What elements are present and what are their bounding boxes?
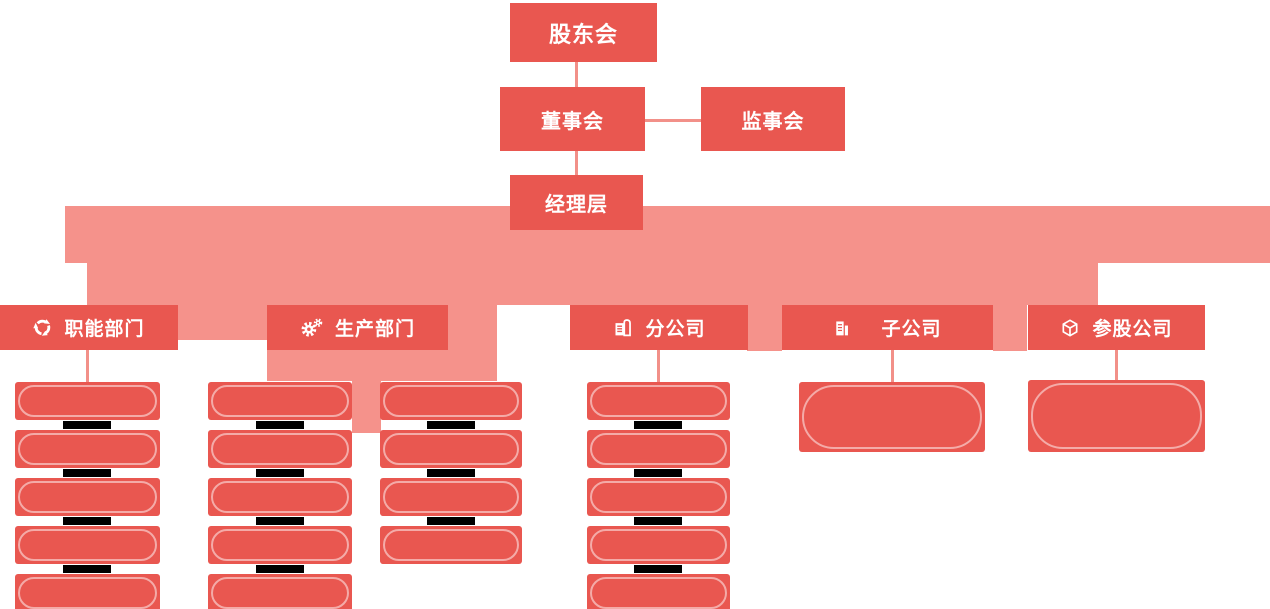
junction-bar <box>256 469 304 477</box>
junction-bar <box>63 517 111 525</box>
cube-icon <box>1060 318 1080 338</box>
dept-branch-label: 分公司 <box>645 319 706 340</box>
pink-patch-production <box>267 350 497 381</box>
connector-board-management <box>575 151 578 175</box>
pink-band-lower <box>87 263 1098 305</box>
pink-gap-fill-4 <box>993 305 1027 351</box>
junction-bar <box>63 469 111 477</box>
dept-equity-label: 参股公司 <box>1092 319 1173 340</box>
dept-functional-label: 职能部门 <box>64 319 145 340</box>
junction-bar <box>63 421 111 429</box>
connector-branch-children <box>657 350 660 382</box>
node-board: 董事会 <box>500 87 645 151</box>
node-board-label: 董事会 <box>541 110 604 133</box>
placeholder-node <box>208 430 352 468</box>
dept-production-label: 生产部门 <box>334 319 415 340</box>
placeholder-node <box>15 574 160 609</box>
junction-bar <box>427 469 475 477</box>
subsidiary-building-icon <box>833 318 851 338</box>
gears-icon <box>300 317 323 338</box>
connector-shareholders-board <box>575 62 578 87</box>
node-shareholders-label: 股东会 <box>548 21 618 47</box>
placeholder-node <box>587 430 730 468</box>
dept-functional: 职能部门 <box>0 305 178 350</box>
pink-wedge-production <box>352 381 381 433</box>
placeholder-node <box>380 382 522 420</box>
dept-branch: 分公司 <box>570 305 748 350</box>
placeholder-node <box>380 526 522 564</box>
placeholder-node <box>380 478 522 516</box>
junction-bar <box>256 517 304 525</box>
placeholder-node <box>380 430 522 468</box>
dept-equity: 参股公司 <box>1028 305 1205 350</box>
junction-bar <box>63 565 111 573</box>
junction-bar <box>427 517 475 525</box>
connector-equity-children <box>1115 350 1118 382</box>
junction-bar <box>427 421 475 429</box>
placeholder-node <box>208 526 352 564</box>
node-management: 经理层 <box>510 175 643 230</box>
placeholder-node <box>15 430 160 468</box>
connector-functional-children <box>86 350 89 382</box>
placeholder-node <box>587 382 730 420</box>
junction-bar <box>256 421 304 429</box>
junction-bar <box>634 469 682 477</box>
junction-bar <box>634 517 682 525</box>
connector-subsidiary-children <box>891 350 894 382</box>
connector-board-supervisory <box>645 119 701 122</box>
placeholder-node <box>208 478 352 516</box>
pink-gap-fill-1 <box>178 305 267 340</box>
branch-building-icon <box>612 317 633 338</box>
placeholder-node <box>587 526 730 564</box>
placeholder-node-large <box>1028 380 1205 452</box>
placeholder-node <box>15 526 160 564</box>
dept-subsidiary-label: 子公司 <box>881 319 942 340</box>
junction-bar <box>256 565 304 573</box>
placeholder-node <box>587 478 730 516</box>
placeholder-node <box>208 382 352 420</box>
pink-band-top <box>65 206 1270 263</box>
node-supervisory-label: 监事会 <box>741 110 805 133</box>
placeholder-node <box>15 478 160 516</box>
placeholder-node <box>15 382 160 420</box>
placeholder-node-large <box>799 382 985 452</box>
node-management-label: 经理层 <box>545 194 608 216</box>
node-shareholders: 股东会 <box>510 3 657 62</box>
node-supervisory: 监事会 <box>701 87 845 151</box>
pink-gap-fill-3 <box>747 305 782 351</box>
cycle-icon <box>33 318 52 337</box>
dept-production: 生产部门 <box>267 305 448 350</box>
junction-bar <box>634 565 682 573</box>
placeholder-node <box>587 574 730 609</box>
placeholder-node <box>208 574 352 609</box>
junction-bar <box>634 421 682 429</box>
dept-subsidiary: 子公司 <box>782 305 993 350</box>
